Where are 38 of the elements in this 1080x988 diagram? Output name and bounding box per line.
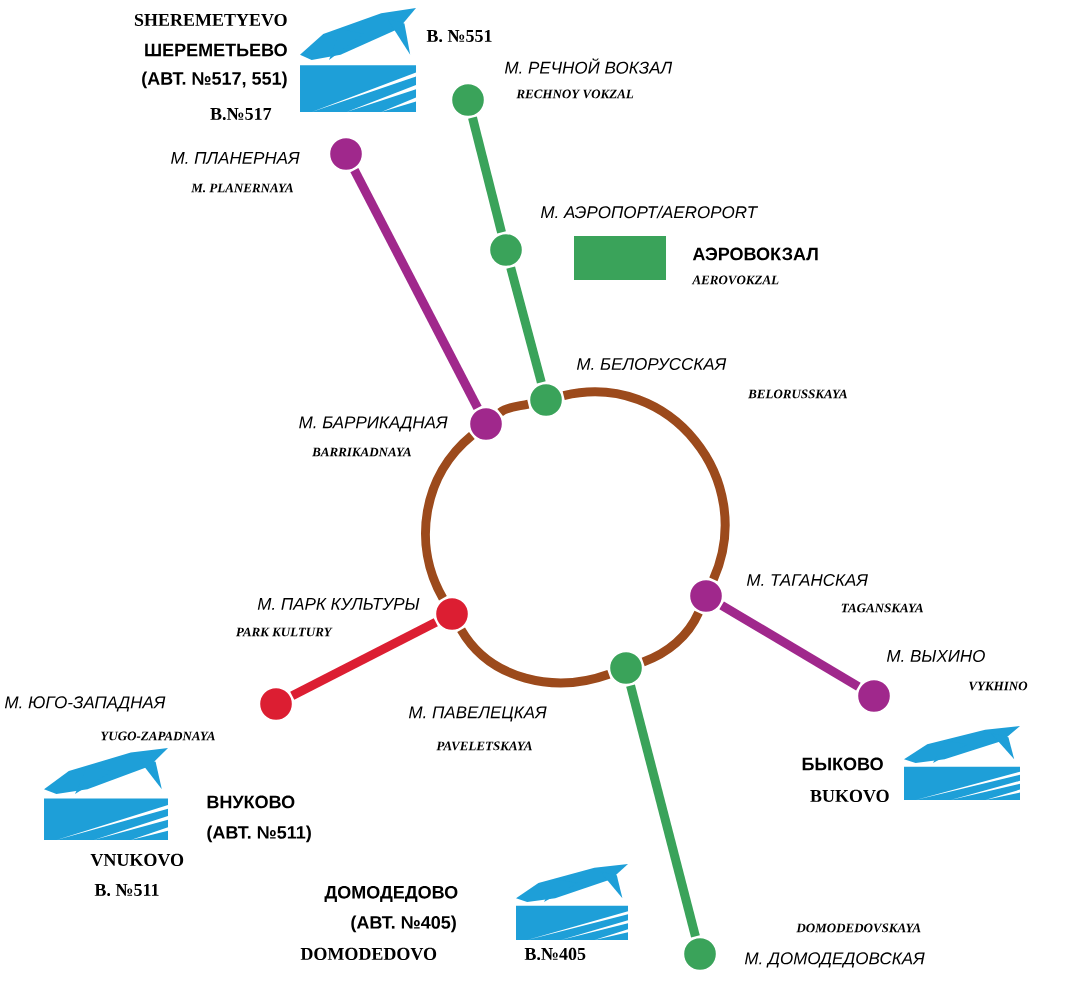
line <box>506 266 546 384</box>
station-label: М. ДОМОДЕДОВСКАЯ <box>744 952 925 968</box>
label: BUKOVO <box>810 789 889 803</box>
label: ШЕРЕМЕТЬЕВО <box>145 43 287 57</box>
line <box>421 432 475 601</box>
station-label: М. ВЫХИНО <box>886 649 985 662</box>
label: БЫКОВО <box>802 757 883 771</box>
label: ДОМОДЕДОВО <box>324 885 458 903</box>
label: В. №511 <box>94 883 159 897</box>
line <box>563 387 730 581</box>
line <box>497 399 530 417</box>
line <box>641 610 703 667</box>
label: VNUKOVO <box>90 853 184 867</box>
label: В.№517 <box>210 107 272 121</box>
label: В. №551 <box>426 29 492 43</box>
label: SHEREMETYEVO <box>134 13 287 27</box>
station-label: М. ПАРК КУЛЬТУРЫ <box>257 598 420 610</box>
label: В.№405 <box>524 947 586 961</box>
label: ВНУКОВО <box>207 795 295 809</box>
line <box>468 116 506 234</box>
line <box>719 601 861 691</box>
station-label: М. АЭРОПОРТ/AEROPORT <box>540 205 759 219</box>
label: (АВТ. №405) <box>351 915 456 933</box>
station-label: М. БЕЛОРУССКАЯ <box>576 357 727 370</box>
line <box>290 618 438 700</box>
station-label: М. ТАГАНСКАЯ <box>746 573 868 586</box>
station-label: М. ЮГО-ЗАПАДНАЯ <box>4 696 166 712</box>
station-label: М. БАРРИКАДНАЯ <box>299 416 448 432</box>
line <box>457 627 611 688</box>
label: DOMODEDOVO <box>300 947 437 961</box>
station-label: М. ПЛАНЕРНАЯ <box>171 152 300 164</box>
station-label: М. ПАВЕЛЕЦКАЯ <box>408 706 547 722</box>
label: (АВТ. №517, 551) <box>142 71 287 89</box>
label: (АВТ. №511) <box>207 825 311 843</box>
line <box>350 168 482 410</box>
station-label: М. РЕЧНОЙ ВОКЗАЛ <box>504 58 673 74</box>
station-label: АЭРОВОКЗАЛ <box>692 247 818 261</box>
line <box>626 684 700 938</box>
